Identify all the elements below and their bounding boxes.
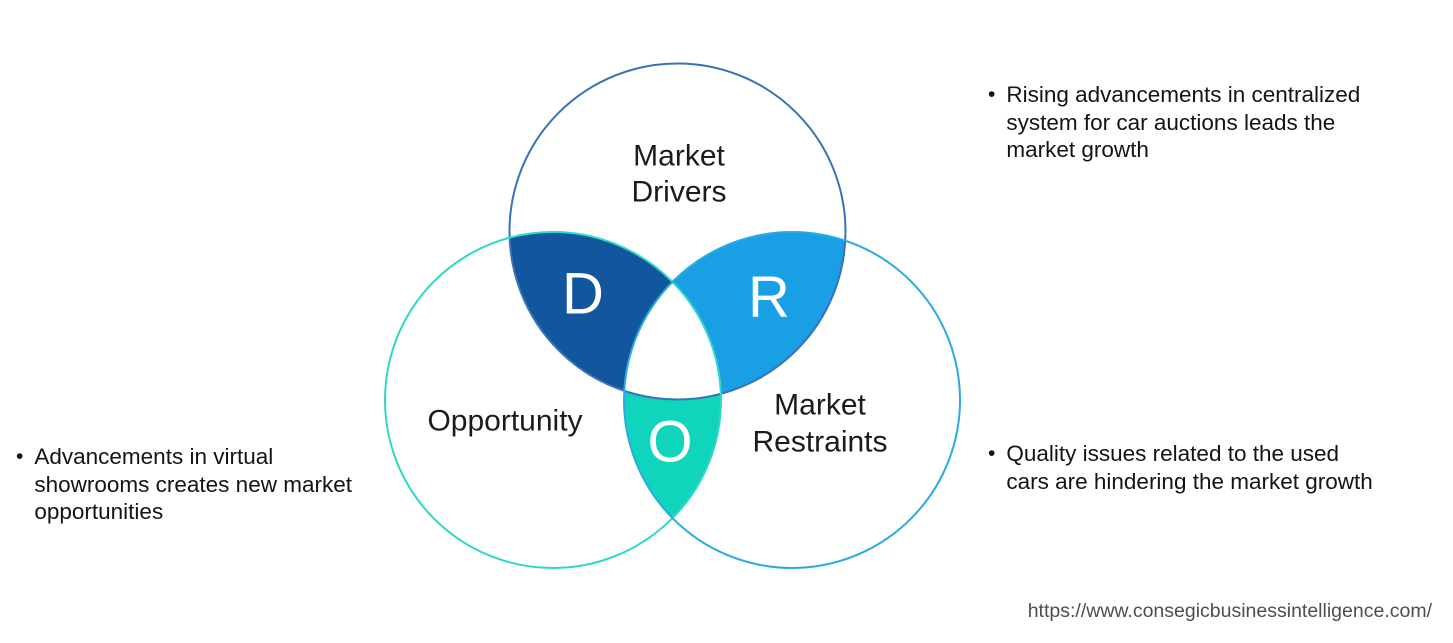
annotation-drivers: • Rising advancements in centralized sys… (988, 81, 1418, 164)
source-url: https://www.consegicbusinessintelligence… (1027, 600, 1432, 622)
letter-d: D (562, 262, 604, 327)
letter-r: R (748, 265, 790, 330)
annotation-line: cars are hindering the market growth (1006, 468, 1373, 494)
circle-market-restraints (623, 231, 961, 569)
label-market-restraints-line2: Restraints (752, 426, 887, 459)
annotation-line: Advancements in virtual (34, 444, 274, 469)
annotation-opportunity: • Advancements in virtual showrooms crea… (16, 443, 416, 526)
annotation-line: showrooms creates new market (34, 471, 352, 497)
label-opportunity: Opportunity (427, 405, 582, 438)
annotation-drivers-text: Rising advancements in centralized syste… (1006, 81, 1360, 164)
label-market-drivers-line1: Market (633, 140, 725, 173)
intersection-drivers-opportunity (509, 232, 721, 400)
bullet-icon: • (16, 445, 24, 468)
label-market-restraints-line1: Market (774, 389, 866, 422)
bullet-icon: • (988, 442, 996, 465)
annotation-restraints-text: Quality issues related to the used cars … (1006, 440, 1372, 495)
annotation-restraints: • Quality issues related to the used car… (988, 440, 1428, 495)
annotation-line: Quality issues related to the used (1006, 441, 1340, 466)
circle-opportunity (384, 231, 722, 569)
annotation-line: market growth (1006, 137, 1149, 162)
circle-market-drivers (508, 62, 847, 401)
letter-o: O (647, 410, 692, 475)
annotation-line: Rising advancements in centralized (1006, 82, 1361, 107)
label-market-drivers-line2: Drivers (632, 176, 727, 209)
bullet-icon: • (988, 83, 996, 106)
annotation-opportunity-text: Advancements in virtual showrooms create… (34, 443, 352, 526)
annotation-line: opportunities (34, 499, 164, 524)
intersection-drivers-restraints (624, 232, 846, 400)
annotation-line: system for car auctions leads the (1006, 109, 1336, 135)
